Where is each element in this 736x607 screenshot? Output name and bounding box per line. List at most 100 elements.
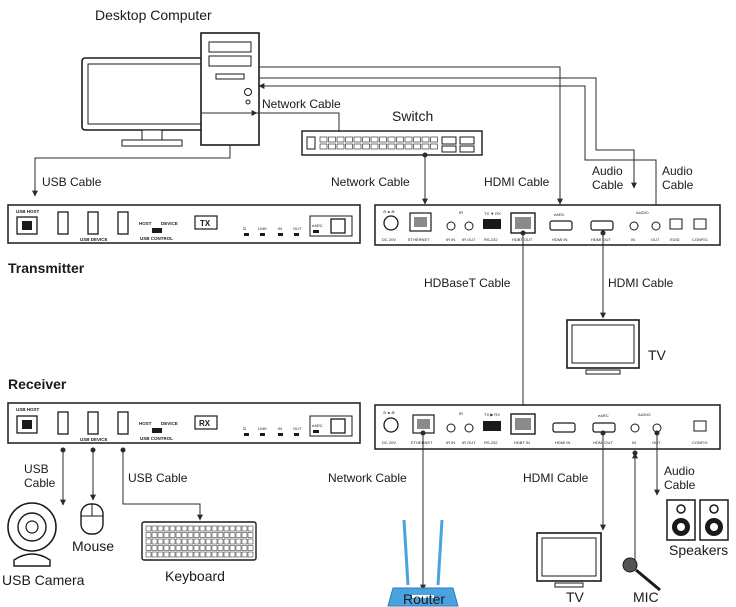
mouse-label: Mouse: [72, 538, 114, 554]
rx-ir-in-label: IR IN: [446, 440, 455, 445]
rx-usb-host-label: USB HOST: [16, 407, 40, 412]
usb-cable-rx-to-mouse: [90, 447, 96, 501]
switch-port: [362, 143, 370, 150]
audio-cable-label-1b: Cable: [592, 178, 624, 192]
usb-camera-icon: [7, 502, 57, 567]
usb-cable-rx-to-keyboard: [120, 447, 203, 521]
keyboard-key: [181, 532, 188, 538]
keyboard-key: [211, 551, 218, 558]
audio-cable-label-rx-a: Audio: [664, 464, 695, 478]
tv-icon-top: [566, 319, 640, 375]
rx-rs232-label: RS-232: [484, 440, 498, 445]
rx-device-label: DEVICE: [161, 421, 178, 426]
tx-ethernet-label: ETHERNET: [408, 237, 430, 242]
switch-port: [345, 136, 353, 143]
rx-usb-control-label: USB CONTROL: [140, 436, 173, 441]
keyboard-key: [151, 545, 158, 551]
keyboard-key: [241, 525, 248, 532]
keyboard-key: [193, 545, 200, 551]
rx-hdmi-in-port: [552, 422, 576, 433]
switch-port: [387, 136, 396, 143]
receiver-label: Receiver: [8, 376, 67, 392]
network-cable-rx-to-router: [420, 430, 426, 591]
tx-audio-in-label: IN: [631, 237, 635, 242]
rx-earc-button: [330, 418, 346, 434]
keyboard-key: [157, 525, 164, 532]
tx-edid-label: EDID: [670, 237, 680, 242]
switch-port: [336, 136, 345, 143]
keyboard-key: [181, 545, 188, 551]
keyboard-key: [211, 525, 218, 532]
keyboard-key: [211, 545, 218, 551]
keyboard-key: [181, 538, 188, 545]
rx-link-label: LINK: [258, 426, 267, 431]
keyboard-key: [223, 551, 230, 558]
rx-dc-label: DC 20V: [382, 440, 396, 445]
tx-hdmi-out-port: [590, 220, 614, 231]
rx-hdbt-in-label: HDBT IN: [514, 440, 530, 445]
keyboard-key: [187, 545, 194, 551]
rx-usb-device-port-1: [57, 411, 69, 435]
keyboard-key: [217, 532, 224, 538]
keyboard-key: [241, 551, 248, 558]
rx-usb-device-port-3: [117, 411, 129, 435]
switch-port: [353, 143, 362, 150]
tx-audio-out-label: OUT: [651, 237, 660, 242]
speakers-label: Speakers: [669, 542, 728, 558]
keyboard-key: [235, 545, 242, 551]
tx-usb-device-port-1: [57, 211, 69, 235]
tx-hdmi-in-port: [549, 220, 573, 231]
keyboard-key: [193, 525, 200, 532]
tx-out-label: OUT: [293, 226, 302, 231]
keyboard-key: [247, 551, 254, 558]
rx-badge-text: RX: [199, 419, 211, 428]
keyboard-key: [217, 545, 224, 551]
keyboard-key: [151, 551, 158, 558]
audio-cable-rx-to-speakers: [654, 430, 660, 496]
rx-usb-device-port-2: [87, 411, 99, 435]
tv-label-bottom: TV: [566, 589, 585, 605]
mouse-icon: [80, 503, 104, 535]
keyboard-key: [193, 538, 200, 545]
hdmi-cable-rx-to-tv: [600, 430, 606, 531]
keyboard-key: [229, 525, 236, 532]
keyboard-key: [199, 545, 206, 551]
hdmi-cable-pc-to-tx: [259, 66, 563, 205]
usb-cable-rx-to-camera: [60, 447, 66, 506]
microphone-icon: [622, 557, 661, 592]
usb-camera-label: USB Camera: [2, 572, 85, 588]
keyboard-key: [163, 525, 170, 532]
switch-port: [370, 143, 379, 150]
switch-port: [396, 143, 404, 150]
network-cable-switch-to-tx: [422, 152, 428, 205]
receiver-rear-panel: ⊖-●-⊕ DC 20V ETHERNET IR IR IN IR OUT TX…: [374, 404, 721, 450]
tx-device-label: DEVICE: [161, 221, 178, 226]
keyboard-key: [157, 532, 164, 538]
switch-port: [421, 136, 430, 143]
transmitter-rear-panel: ⊖-●-⊕ DC 20V ETHERNET IR IR IN IR OUT TX…: [374, 204, 721, 246]
keyboard-key: [247, 532, 254, 538]
switch-port: [404, 136, 413, 143]
keyboard-key: [151, 538, 158, 545]
tx-hdbt-out-label: HDBT OUT: [512, 237, 533, 242]
switch-port: [430, 136, 438, 143]
rx-power-icon: ⏻: [243, 426, 247, 431]
audio-cable-out-pc: [258, 83, 657, 205]
tx-edid-switch: [669, 218, 683, 230]
audio-cable-label-2b: Cable: [662, 178, 694, 192]
rx-hdmi-out-port: [592, 422, 616, 433]
keyboard-key: [193, 551, 200, 558]
keyboard-key: [145, 545, 152, 551]
keyboard-key: [229, 551, 236, 558]
tx-dc-symbol: ⊖-●-⊕: [383, 209, 395, 214]
rx-ir-in-port: [446, 423, 456, 433]
tx-usb-device-port-2: [87, 211, 99, 235]
keyboard-key: [151, 525, 158, 532]
keyboard-key: [205, 545, 212, 551]
keyboard-key: [145, 532, 152, 538]
mic-cable: [632, 450, 638, 570]
usb-cable-label-camera-2: Cable: [24, 476, 56, 490]
tx-rs232-label: RS-232: [484, 237, 498, 242]
switch-port: [421, 143, 430, 150]
audio-cable-label-rx-b: Cable: [664, 478, 696, 492]
